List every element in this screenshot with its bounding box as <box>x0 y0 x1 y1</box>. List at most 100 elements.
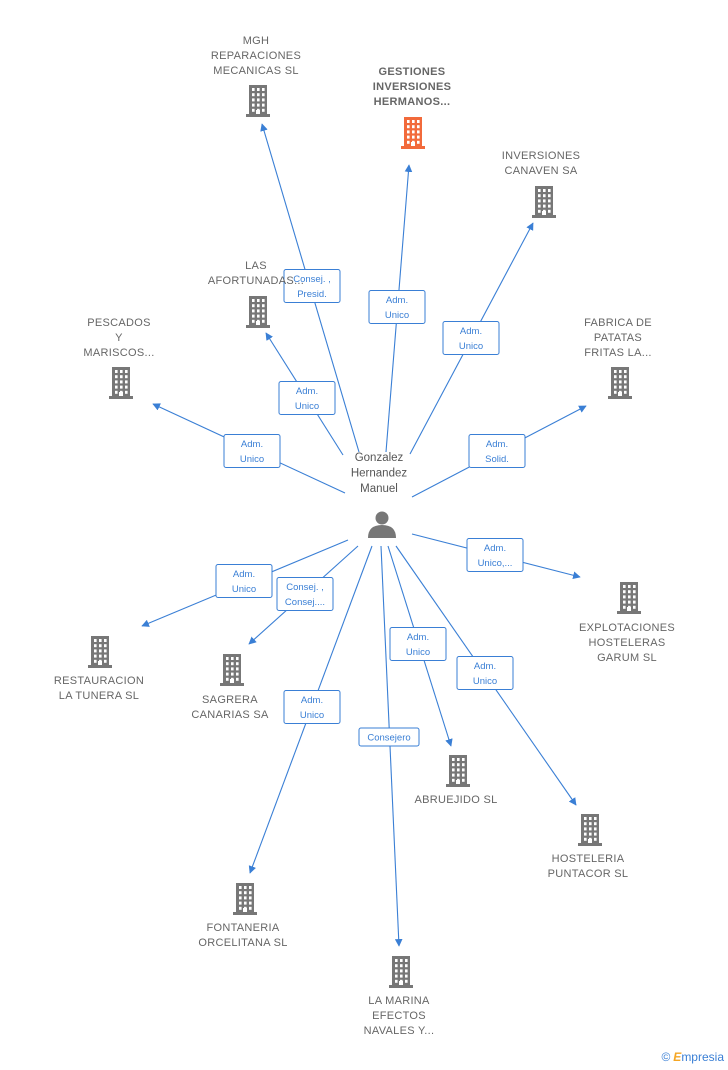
relation-label-box <box>215 564 273 598</box>
company-name-line[interactable]: HERMANOS... <box>374 96 451 108</box>
building-icon[interactable] <box>220 654 244 686</box>
relation-label-puntacor: Adm.Unico <box>456 656 514 690</box>
building-icon[interactable] <box>401 117 425 149</box>
relation-label-abruejido: Adm. Unico <box>389 627 447 661</box>
company-name-line[interactable]: LAS <box>245 260 267 272</box>
company-node-fontaneria[interactable]: FONTANERIA ORCELITANA SL <box>198 883 287 949</box>
company-name-line[interactable]: INVERSIONES <box>502 150 581 162</box>
company-name-line[interactable]: Y <box>115 332 123 344</box>
company-name-line[interactable]: FRITAS LA... <box>584 347 652 359</box>
building-icon[interactable] <box>88 636 112 668</box>
company-node-abruejido[interactable]: ABRUEJIDO SL <box>414 755 497 806</box>
company-node-tunera[interactable]: RESTAURACION LA TUNERA SL <box>54 636 144 702</box>
company-name-line[interactable]: AFORTUNADAS... <box>208 275 304 287</box>
relation-label-box <box>368 290 426 324</box>
company-node-afortunadas[interactable]: LAS AFORTUNADAS... <box>208 260 304 328</box>
relation-label-box <box>283 690 341 724</box>
person-icon[interactable] <box>368 511 396 539</box>
building-icon[interactable] <box>578 814 602 846</box>
company-name-line[interactable]: INVERSIONES <box>373 81 452 93</box>
relation-label-box <box>278 381 336 415</box>
relation-label-mgh: Consej. ,Presid. <box>283 269 341 303</box>
company-node-fabrica[interactable]: FABRICA DE PATATAS FRITAS LA... <box>584 317 652 399</box>
relation-label-text: Unico <box>385 310 409 321</box>
building-icon[interactable] <box>109 367 133 399</box>
relation-label-box <box>442 321 500 355</box>
relation-label-tunera: Adm.Unico <box>215 564 273 598</box>
company-name-line[interactable]: PESCADOS <box>87 317 151 329</box>
company-name-line[interactable]: LA MARINA <box>368 995 430 1007</box>
company-node-mgh[interactable]: MGH REPARACIONES MECANICAS SL <box>211 35 301 117</box>
company-node-marina[interactable]: LA MARINA EFECTOS NAVALES Y... <box>364 956 435 1037</box>
company-name-line[interactable]: EXPLOTACIONES <box>579 622 675 634</box>
relation-label-text: Unico <box>232 584 256 595</box>
relation-label-text: Consej. , <box>293 274 331 285</box>
relation-label-text: Adm. <box>474 661 496 672</box>
company-name-line[interactable]: RESTAURACION <box>54 675 144 687</box>
person-name-line[interactable]: Gonzalez <box>355 452 404 464</box>
copyright-symbol: © <box>661 1050 671 1064</box>
company-name-line[interactable]: FONTANERIA <box>206 922 279 934</box>
building-icon[interactable] <box>608 367 632 399</box>
relation-label-text: Unico <box>406 647 430 658</box>
company-name-line[interactable]: SAGRERA <box>202 694 258 706</box>
relation-label-box <box>468 434 526 468</box>
person-name-line[interactable]: Hernandez <box>351 468 408 480</box>
company-node-sagrera[interactable]: SAGRERA CANARIAS SA <box>191 654 269 721</box>
company-name-line[interactable]: MECANICAS SL <box>213 65 299 77</box>
relation-label-text: Solid. <box>485 454 509 465</box>
person-name-line[interactable]: Manuel <box>360 483 398 495</box>
company-name-line[interactable]: CANAVEN SA <box>504 165 577 177</box>
company-node-puntacor[interactable]: HOSTELERIA PUNTACOR SL <box>548 814 629 880</box>
building-icon[interactable] <box>246 85 270 117</box>
relation-label-pescados: Adm. Unico <box>223 434 281 468</box>
relation-label-text: Adm. <box>407 632 429 643</box>
building-icon[interactable] <box>246 296 270 328</box>
company-name-line[interactable]: REPARACIONES <box>211 50 301 62</box>
relation-label-text: Unico,... <box>478 558 513 569</box>
company-name-line[interactable]: NAVALES Y... <box>364 1025 435 1037</box>
company-name-line[interactable]: GARUM SL <box>597 652 657 664</box>
relation-label-text: Adm. <box>484 543 506 554</box>
company-node-pescados[interactable]: PESCADOS Y MARISCOS... <box>83 317 154 399</box>
relation-label-text: Consej.... <box>285 597 325 608</box>
building-icon[interactable] <box>446 755 470 787</box>
relation-label-box <box>466 538 524 572</box>
empresia-watermark: ©Empresia <box>661 1050 724 1064</box>
relation-label-box <box>358 727 420 747</box>
company-name-line[interactable]: PATATAS <box>594 332 642 344</box>
company-node-gestiones[interactable]: GESTIONES INVERSIONES HERMANOS... <box>373 66 452 149</box>
company-name-line[interactable]: LA TUNERA SL <box>59 690 139 702</box>
building-icon[interactable] <box>617 582 641 614</box>
company-name-line[interactable]: GESTIONES <box>379 66 446 78</box>
building-icon[interactable] <box>532 186 556 218</box>
relation-label-text: Unico <box>300 710 324 721</box>
relation-label-text: Adm. <box>296 386 318 397</box>
company-name-line[interactable]: HOSTELERIA <box>552 853 625 865</box>
building-icon[interactable] <box>233 883 257 915</box>
relation-label-text: Unico <box>295 401 319 412</box>
company-name-line[interactable]: EFECTOS <box>372 1010 426 1022</box>
relation-label-text: Adm. <box>301 695 323 706</box>
relation-label-text: Adm. <box>386 295 408 306</box>
company-name-line[interactable]: ABRUEJIDO SL <box>414 794 497 806</box>
company-name-line[interactable]: FABRICA DE <box>584 317 652 329</box>
brand-logo-initial: E <box>673 1050 682 1064</box>
company-name-line[interactable]: HOSTELERAS <box>589 637 666 649</box>
relation-label-box <box>276 577 334 611</box>
company-name-line[interactable]: MARISCOS... <box>83 347 154 359</box>
company-name-line[interactable]: ORCELITANA SL <box>198 937 287 949</box>
company-name-line[interactable]: MGH <box>243 35 270 47</box>
relation-label-text: Adm. <box>241 439 263 450</box>
building-icon[interactable] <box>389 956 413 988</box>
relation-label-text: Unico <box>240 454 264 465</box>
company-name-line[interactable]: PUNTACOR SL <box>548 868 629 880</box>
company-node-canaven[interactable]: INVERSIONES CANAVEN SA <box>502 150 581 218</box>
relation-label-afortunadas: Adm. Unico <box>278 381 336 415</box>
relation-label-box <box>223 434 281 468</box>
brand-logo-text: mpresia <box>681 1050 724 1064</box>
company-name-line[interactable]: CANARIAS SA <box>191 709 269 721</box>
company-node-garum[interactable]: EXPLOTACIONES HOSTELERAS GARUM SL <box>579 582 675 664</box>
